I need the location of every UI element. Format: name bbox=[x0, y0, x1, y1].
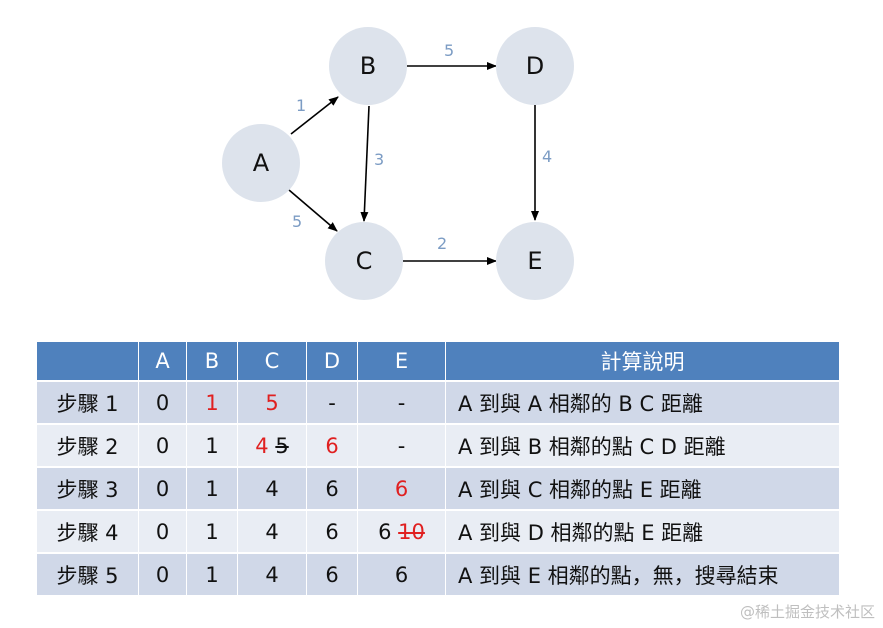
cell-d: - bbox=[307, 382, 358, 425]
cell-d: 6 bbox=[307, 468, 358, 511]
edge-weight-a-c: 5 bbox=[292, 212, 302, 231]
node-label-d: D bbox=[526, 52, 544, 80]
edge-b-c bbox=[360, 105, 370, 222]
node-c bbox=[325, 222, 403, 300]
kept-value: 6 bbox=[378, 519, 392, 544]
table-row: 步驟 5 0 1 4 6 6 A 到與 E 相鄰的點，無，搜尋結束 bbox=[37, 554, 840, 597]
cell-description: A 到與 B 相鄰的點 C D 距離 bbox=[446, 425, 840, 468]
table-row: 步驟 2 0 1 4 5 6 - A 到與 B 相鄰的點 C D 距離 bbox=[37, 425, 840, 468]
node-d bbox=[496, 27, 574, 105]
node-label-c: C bbox=[356, 247, 373, 275]
edge-weight-a-b: 1 bbox=[296, 96, 306, 115]
cell-c: 4 5 bbox=[238, 425, 307, 468]
node-label-e: E bbox=[527, 247, 542, 275]
updated-value: 1 bbox=[205, 390, 219, 415]
step-label: 步驟 4 bbox=[37, 511, 139, 554]
cell-d: 6 bbox=[307, 425, 358, 468]
step-label: 步驟 2 bbox=[37, 425, 139, 468]
updated-value: 6 bbox=[325, 433, 339, 458]
node-b bbox=[329, 27, 407, 105]
cell-description: A 到與 A 相鄰的 B C 距離 bbox=[446, 382, 840, 425]
node-label-b: B bbox=[360, 52, 376, 80]
header-b: B bbox=[187, 342, 238, 382]
cell-c: 4 bbox=[238, 468, 307, 511]
cell-a: 0 bbox=[139, 468, 187, 511]
cell-c: 4 bbox=[238, 554, 307, 597]
table-row: 步驟 4 0 1 4 6 6 10 A 到與 D 相鄰的點 E 距離 bbox=[37, 511, 840, 554]
edge-weight-b-c: 3 bbox=[374, 150, 384, 169]
cell-c: 5 bbox=[238, 382, 307, 425]
cell-a: 0 bbox=[139, 425, 187, 468]
node-a bbox=[222, 124, 300, 202]
cell-b: 1 bbox=[187, 511, 238, 554]
table-row: 步驟 3 0 1 4 6 6 A 到與 C 相鄰的點 E 距離 bbox=[37, 468, 840, 511]
cell-a: 0 bbox=[139, 511, 187, 554]
edge-weight-d-e: 4 bbox=[542, 147, 552, 166]
cell-b: 1 bbox=[187, 554, 238, 597]
edge-a-c bbox=[288, 189, 338, 232]
header-c: C bbox=[238, 342, 307, 382]
watermark: @稀土掘金技术社区 bbox=[739, 603, 875, 621]
header-d: D bbox=[307, 342, 358, 382]
cell-e: 6 bbox=[358, 468, 446, 511]
edge-weight-b-d: 5 bbox=[444, 41, 454, 60]
cell-d: 6 bbox=[307, 554, 358, 597]
header-a: A bbox=[139, 342, 187, 382]
cell-e: 6 bbox=[358, 554, 446, 597]
cell-description: A 到與 D 相鄰的點 E 距離 bbox=[446, 511, 840, 554]
updated-value: 4 bbox=[255, 433, 269, 458]
updated-value: 6 bbox=[394, 476, 409, 501]
cell-b: 1 bbox=[187, 382, 238, 425]
cell-description: A 到與 E 相鄰的點，無，搜尋結束 bbox=[446, 554, 840, 597]
cell-description: A 到與 C 相鄰的點 E 距離 bbox=[446, 468, 840, 511]
replaced-value: 5 bbox=[275, 433, 289, 458]
cell-c: 4 bbox=[238, 511, 307, 554]
node-e bbox=[496, 222, 574, 300]
cell-d: 6 bbox=[307, 511, 358, 554]
table-row: 步驟 1 0 1 5 - - A 到與 A 相鄰的 B C 距離 bbox=[37, 382, 840, 425]
cell-b: 1 bbox=[187, 468, 238, 511]
node-label-a: A bbox=[253, 149, 270, 177]
dijkstra-steps-table: A B C D E 計算說明 步驟 1 0 1 5 - - A 到與 A 相鄰的… bbox=[37, 342, 840, 597]
step-label: 步驟 3 bbox=[37, 468, 139, 511]
rejected-value: 10 bbox=[398, 519, 425, 544]
updated-value: 5 bbox=[265, 390, 279, 415]
cell-e: - bbox=[358, 425, 446, 468]
header-description: 計算說明 bbox=[446, 342, 840, 382]
step-label: 步驟 5 bbox=[37, 554, 139, 597]
cell-e: 6 10 bbox=[358, 511, 446, 554]
header-step bbox=[37, 342, 139, 382]
cell-b: 1 bbox=[187, 425, 238, 468]
header-e: E bbox=[358, 342, 446, 382]
graph-diagram: 1 5 3 5 2 4 A B C D E bbox=[222, 27, 574, 300]
table-header-row: A B C D E 計算說明 bbox=[37, 342, 840, 382]
cell-e: - bbox=[358, 382, 446, 425]
edge-weight-c-e: 2 bbox=[437, 234, 447, 253]
cell-a: 0 bbox=[139, 382, 187, 425]
cell-a: 0 bbox=[139, 554, 187, 597]
step-label: 步驟 1 bbox=[37, 382, 139, 425]
edge-a-b bbox=[290, 96, 339, 135]
